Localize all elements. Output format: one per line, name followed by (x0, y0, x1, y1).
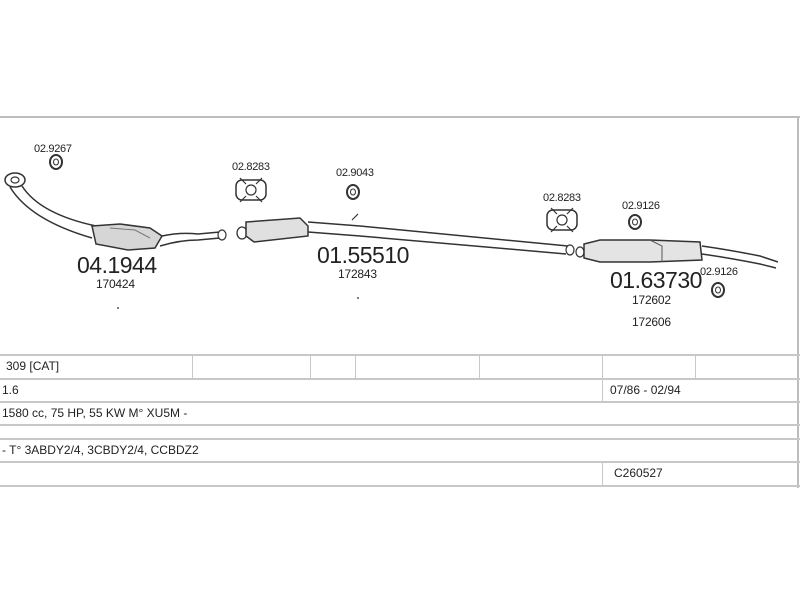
right-border (797, 116, 799, 488)
part-subcode-front: 170424 (96, 277, 135, 291)
top-border (0, 116, 800, 118)
table-divider (310, 356, 311, 378)
part-code-middle: 01.55510 (317, 242, 409, 268)
table-divider (355, 356, 356, 378)
table-line (0, 378, 800, 380)
engine-spec: 1580 cc, 75 HP, 55 KW M° XU5M - (2, 406, 188, 420)
production-years: 07/86 - 02/94 (610, 383, 681, 397)
table-divider (602, 463, 603, 485)
table-divider (695, 356, 696, 378)
fitting-label-2: 02.8283 (232, 161, 270, 173)
fitting-label-6: 02.9126 (700, 266, 738, 278)
rubber-ring-icon (346, 184, 360, 200)
rear-silencer (575, 239, 779, 269)
engine-size: 1.6 (2, 383, 19, 397)
table-line (0, 401, 800, 403)
vehicle-types: - T° 3ABDY2/4, 3CBDY2/4, CCBDZ2 (2, 443, 199, 457)
vehicle-model: 309 [CAT] (6, 359, 60, 373)
rubber-hanger-icon (235, 177, 267, 203)
table-line (0, 461, 800, 463)
table-line (0, 485, 800, 487)
table-line (0, 438, 800, 440)
fitting-label-5: 02.9126 (622, 200, 660, 212)
catalytic-converter (91, 223, 227, 251)
fitting-label-1: 02.9267 (34, 143, 72, 155)
middle-silencer (236, 213, 575, 256)
front-pipe (9, 185, 97, 239)
table-divider (479, 356, 480, 378)
rubber-hanger-icon (546, 207, 578, 233)
table-line (0, 424, 800, 426)
part-subcode-middle: 172843 (338, 267, 377, 281)
fitting-label-3: 02.9043 (336, 167, 374, 179)
rubber-ring-icon (628, 214, 642, 230)
table-line (0, 354, 800, 356)
part-code-front: 04.1944 (77, 252, 157, 278)
part-subcode-rear-2: 172606 (632, 315, 671, 329)
table-divider (192, 356, 193, 378)
rubber-ring-icon (711, 282, 725, 298)
exhaust-system-drawing (4, 154, 779, 309)
table-divider (602, 356, 603, 401)
part-subcode-rear-1: 172602 (632, 293, 671, 307)
manifold-flange (4, 172, 26, 188)
part-code-rear: 01.63730 (610, 267, 702, 293)
catalogue-reference: C260527 (614, 466, 663, 480)
fitting-ring-icon (49, 154, 63, 170)
fitting-label-4: 02.8283 (543, 192, 581, 204)
